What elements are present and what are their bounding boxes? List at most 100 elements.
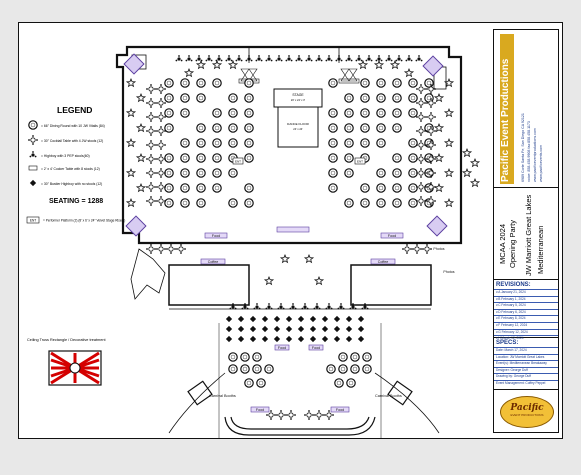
dining-round [362, 364, 372, 374]
bustier-highboy [321, 325, 329, 333]
dining-round [212, 123, 222, 133]
bustier-highboy [333, 315, 341, 323]
highboy [265, 55, 273, 62]
spec-row: Designer: George Duff [494, 366, 558, 374]
dining-round [328, 168, 338, 178]
highboy [229, 303, 237, 310]
legend-item-cocktail: = 30" Cocktail Table with 4 JW stools (1… [41, 139, 103, 143]
dining-round [328, 153, 338, 163]
dining-round [376, 198, 386, 208]
bustier-highboy [333, 335, 341, 343]
company-web: www.pacificevents.com [539, 144, 543, 182]
dining-round [164, 168, 174, 178]
bustier-highboy [273, 315, 281, 323]
dining-round [212, 183, 222, 193]
bustier-highboy [297, 335, 305, 343]
dining-round [228, 108, 238, 118]
bustier-highboy [309, 335, 317, 343]
company-logo: Pacific EVENT PRODUCTIONS [500, 396, 554, 428]
ceiling-truss: Ceiling Truss Rectangle / Decorative tre… [27, 338, 106, 386]
cocktail-table [425, 111, 437, 123]
highboy [175, 55, 183, 62]
bustier-highboy [297, 325, 305, 333]
cocktail-star [374, 60, 384, 69]
cocktail-star [228, 60, 238, 69]
cocktail-star [444, 168, 454, 177]
highboy [225, 55, 233, 62]
food-stations [200, 226, 404, 413]
revision-row: v.D February 6, 2024 [494, 308, 558, 316]
cocktail-star [444, 108, 454, 117]
cocktail-table [145, 111, 157, 123]
dining-round [344, 138, 354, 148]
dining-round [196, 153, 206, 163]
dining-round [196, 123, 206, 133]
dining-round [180, 108, 190, 118]
highboy [325, 55, 333, 62]
highboy [285, 55, 293, 62]
dining-round [164, 153, 174, 163]
highboy [305, 55, 313, 62]
dining-round [328, 78, 338, 88]
dining-round [376, 168, 386, 178]
highboy [361, 303, 369, 310]
dining-round [180, 153, 190, 163]
cocktail-table [155, 243, 167, 255]
dining-round [240, 352, 250, 362]
cocktail-star [304, 254, 314, 263]
bustier-highboy [237, 315, 245, 323]
cocktail-table [145, 139, 157, 151]
highboy [315, 55, 323, 62]
highboy [215, 55, 223, 62]
dining-round [328, 123, 338, 133]
cocktail-table [415, 167, 427, 179]
drawing-sheet: STAGE 20' x 24' x 3' DANCE FLOOR 24' x 2… [18, 22, 563, 439]
dining-round [408, 78, 418, 88]
food-label: Food [212, 234, 220, 238]
highboy [345, 55, 353, 62]
highboy [385, 55, 393, 62]
company-block: Pacific Event Productions 6989 Corte San… [494, 30, 558, 188]
dining-round [376, 138, 386, 148]
dance-floor: DANCE FLOOR 24' x 24' [277, 106, 319, 148]
cocktail-star [314, 276, 324, 285]
dining-round [212, 138, 222, 148]
dining-round [196, 168, 206, 178]
highboy [355, 55, 363, 62]
bustier-highboy [225, 335, 233, 343]
dining-round [392, 78, 402, 88]
highboy [375, 55, 383, 62]
bustier-highboy [321, 315, 329, 323]
cocktail-star [462, 148, 472, 157]
revision-row: v.E February 8, 2024 [494, 315, 558, 322]
cocktail-table [285, 409, 297, 421]
cocktail-table [145, 153, 157, 165]
spec-row: Event Management: Coffey Peppel [494, 379, 558, 387]
cocktail-star [434, 183, 444, 192]
bustier-highboy [321, 335, 329, 343]
dining-round [228, 123, 238, 133]
cocktail-star [126, 198, 136, 207]
dining-round [244, 108, 254, 118]
cocktail-table [145, 195, 157, 207]
bustier-highboy [225, 325, 233, 333]
dining-round [408, 153, 418, 163]
dining-round [256, 378, 266, 388]
prefunction-furniture [225, 303, 372, 421]
dining-round [344, 198, 354, 208]
logo-sub: EVENT PRODUCTIONS [510, 413, 544, 417]
dining-round [164, 198, 174, 208]
cocktail-table [145, 83, 157, 95]
highboy [195, 55, 203, 62]
dining-round [328, 183, 338, 193]
legend-item-ent: = Performer Platform (2) (8' x 6' x 24" … [43, 219, 125, 223]
dining-round [180, 138, 190, 148]
cocktail-star [136, 153, 146, 162]
svg-text:ENT: ENT [357, 160, 363, 164]
cocktail-table [145, 243, 157, 255]
highboy [365, 55, 373, 62]
dining-round [164, 78, 174, 88]
highboy [205, 55, 213, 62]
dining-round [180, 168, 190, 178]
highboys [145, 55, 437, 255]
